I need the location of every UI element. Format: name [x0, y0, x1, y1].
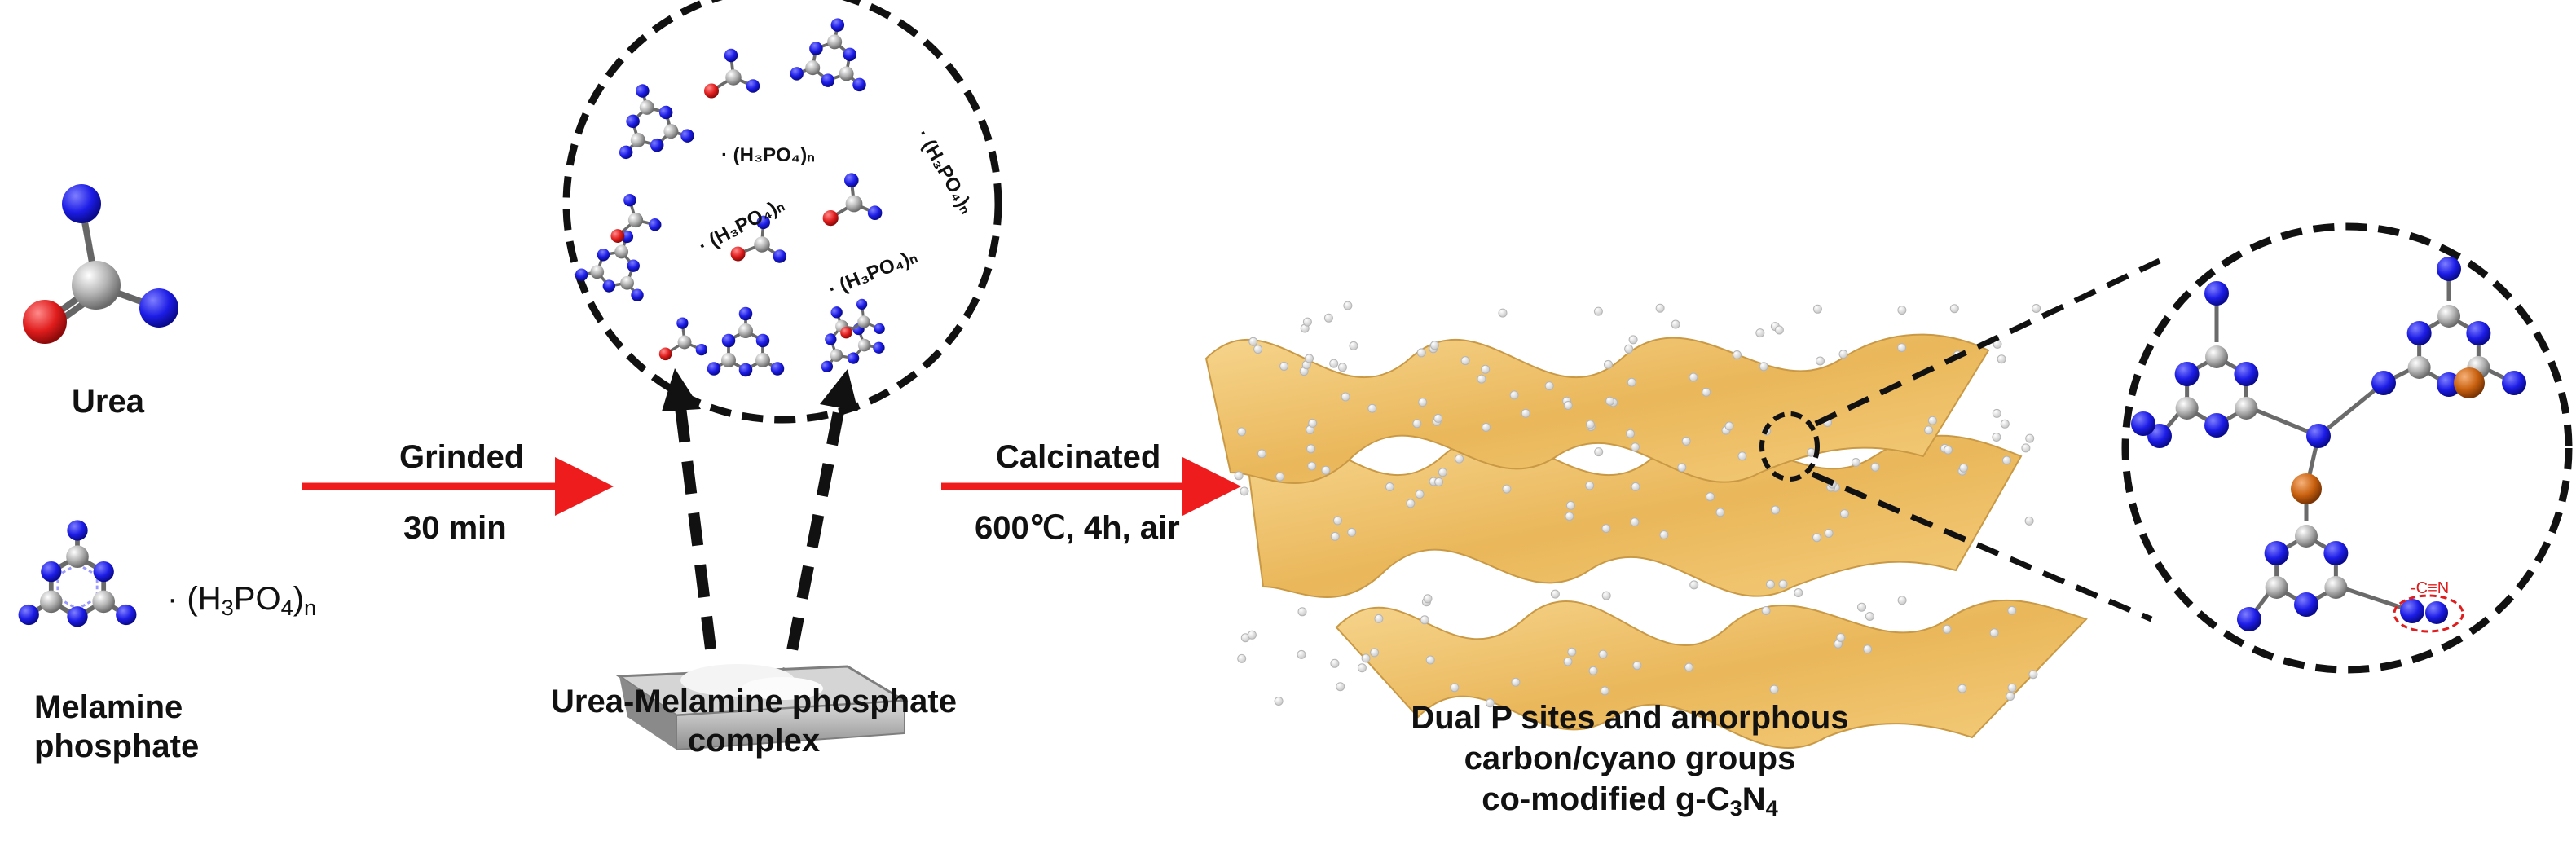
- grinding-condition-bottom: 30 min: [403, 510, 507, 546]
- calcination-condition-top: Calcinated: [996, 439, 1161, 475]
- product-label-line1: Dual P sites and amorphous: [1411, 700, 1849, 736]
- complex-zoom-bubble: [562, 0, 1002, 424]
- melamine-molecule: [18, 520, 137, 627]
- gcn-nanosheets: [1204, 301, 2088, 749]
- melamine-phosphate-label-line2: phosphate: [34, 728, 200, 764]
- melamine-phosphate-label-line1: Melamine: [34, 689, 183, 725]
- urea-molecule: [23, 184, 178, 344]
- complex-label-line2: complex: [687, 723, 821, 759]
- bubble-formula-1: · (H₃PO₄)ₙ: [721, 144, 815, 166]
- product-label-line2: carbon/cyano groups: [1464, 741, 1796, 776]
- product-zoom-bubble: [2121, 222, 2573, 674]
- product-label-line3: co-modified g-C3N4: [1482, 781, 1778, 820]
- urea-label: Urea: [72, 384, 144, 420]
- complex-label-line1: Urea-Melamine phosphate: [551, 684, 957, 719]
- cyano-tag: -C≡N: [2411, 579, 2449, 597]
- powder-tray: [615, 664, 909, 751]
- grinding-condition-top: Grinded: [399, 439, 525, 475]
- zoom-arrows: [662, 368, 858, 702]
- calcination-condition-bottom: 600℃, 4h, air: [975, 510, 1180, 546]
- melamine-phosphate-formula: · (H3PO4)n: [167, 581, 317, 620]
- magnify-region: [1759, 257, 2161, 622]
